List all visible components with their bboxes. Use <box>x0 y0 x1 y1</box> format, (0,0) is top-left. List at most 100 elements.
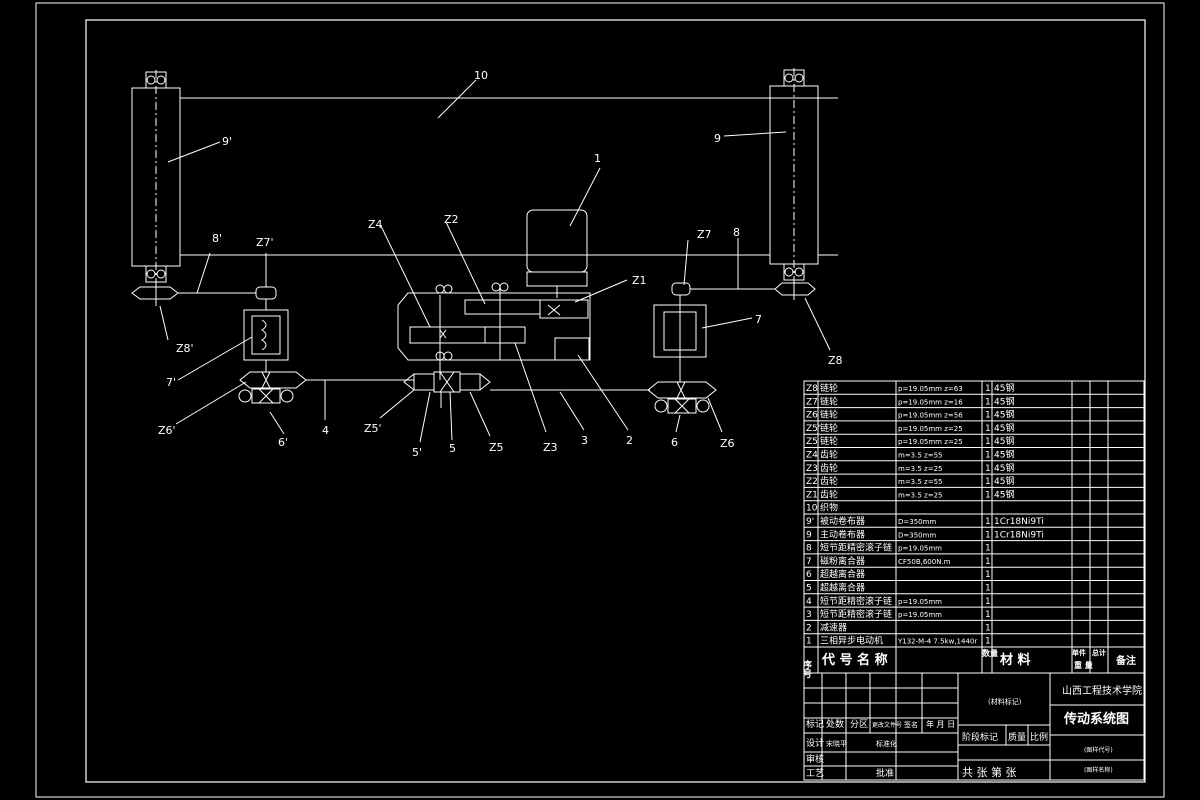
parts-cell-no: 4 <box>806 597 812 607</box>
label-6-prime: 6' <box>278 436 288 449</box>
standardize-label: 标准化 <box>876 739 897 748</box>
parts-cell-material: 45钢 <box>994 422 1014 434</box>
parts-cell-no: Z4 <box>806 451 818 461</box>
parts-cell-qty: 1 <box>985 451 991 461</box>
rev-marks: 标记 <box>806 718 824 730</box>
parts-cell-material: 45钢 <box>994 409 1014 421</box>
rev-file: 更改文件号 <box>872 721 902 729</box>
label-9-prime: 9' <box>222 135 232 148</box>
header-remark: 备注 <box>1115 654 1136 667</box>
parts-cell-qty: 1 <box>985 597 991 607</box>
drawing-frame <box>85 19 1146 783</box>
parts-cell-no: 7 <box>806 557 812 567</box>
title-block <box>803 672 1145 781</box>
parts-cell-no: Z3 <box>806 464 818 474</box>
label-2: 2 <box>626 434 633 447</box>
parts-cell-spec: m=3.5 z=55 <box>898 452 943 460</box>
header-qty: 数量 <box>982 648 998 658</box>
parts-cell-qty: 1 <box>985 557 991 567</box>
label-Z7-prime: Z7' <box>256 236 274 249</box>
drawing-name-small: (图样名称) <box>1084 766 1113 774</box>
parts-cell-spec: p=19.05mm z=16 <box>898 398 963 406</box>
parts-cell-spec: p=19.05mm <box>898 611 942 619</box>
gearbox-2 <box>397 292 591 361</box>
parts-cell-qty: 1 <box>985 623 991 633</box>
parts-cell-no: Z8 <box>806 384 818 394</box>
label-4: 4 <box>322 424 329 437</box>
label-10: 10 <box>474 69 488 82</box>
parts-cell-no: 8 <box>806 544 812 554</box>
parts-row: 4 短节距精密滚子链 p=19.05mm 1 <box>806 595 991 607</box>
parts-cell-name: 磁粉离合器 <box>820 555 865 567</box>
label-7-prime: 7' <box>166 376 176 389</box>
sprocket-Z5 <box>459 373 481 391</box>
sheet-border <box>35 2 1165 798</box>
parts-cell-no: Z5' <box>806 424 820 434</box>
parts-cell-qty: 1 <box>985 530 991 540</box>
parts-cell-no: Z6 <box>806 411 818 421</box>
rev-zone: 分区 <box>850 719 868 730</box>
sprocket-Z6-prime <box>239 371 307 389</box>
school-name: 山西工程技术学院 <box>1062 684 1142 697</box>
parts-cell-material: 45钢 <box>994 395 1014 407</box>
parts-cell-material: 45钢 <box>994 462 1014 474</box>
parts-row: 2 减速器 1 <box>806 621 991 633</box>
header-name: 代 号 名 称 <box>821 652 888 668</box>
parts-cell-name: 织物 <box>820 502 838 514</box>
header-no: 序号 <box>801 659 812 679</box>
parts-cell-name: 齿轮 <box>820 449 838 461</box>
motor-1 <box>526 209 588 273</box>
parts-cell-qty: 1 <box>985 570 991 580</box>
header-unit-weight: 单件 <box>1072 648 1086 657</box>
designer-name: 宋晓平 <box>826 739 847 748</box>
parts-cell-name: 短节距精密滚子链 <box>820 542 892 554</box>
parts-cell-spec: m=3.5 z=55 <box>898 478 943 486</box>
parts-cell-qty: 1 <box>985 384 991 394</box>
parts-cell-spec: p=19.05mm <box>898 598 942 606</box>
callout-labels: 10 9 9' 1 Z4 Z2 Z1 Z7' Z7 8' 8 Z8' Z8 7'… <box>158 69 843 459</box>
parts-cell-name: 超越离合器 <box>820 568 865 580</box>
parts-cell-material: 45钢 <box>994 449 1014 461</box>
parts-cell-no: 9' <box>806 517 814 527</box>
stage-mark: 阶段标记 <box>962 731 998 743</box>
process-label: 工艺 <box>806 768 824 779</box>
parts-cell-no: 2 <box>806 623 812 633</box>
parts-cell-no: 10 <box>806 504 818 514</box>
label-Z2: Z2 <box>444 213 459 226</box>
sprocket-Z8 <box>774 282 816 296</box>
parts-cell-spec: D=350mm <box>898 531 936 539</box>
parts-cell-name: 短节距精密滚子链 <box>820 595 892 607</box>
parts-cell-spec: p=19.05mm <box>898 545 942 553</box>
label-5-prime: 5' <box>412 446 422 459</box>
label-Z8-prime: Z8' <box>176 342 194 355</box>
parts-cell-qty: 1 <box>985 610 991 620</box>
parts-cell-name: 超越离合器 <box>820 582 865 594</box>
header-weight: 重 量 <box>1074 660 1093 670</box>
parts-row: 6 超越离合器 1 <box>806 568 991 580</box>
parts-cell-no: 1 <box>806 637 812 647</box>
rev-count: 处数 <box>826 718 844 730</box>
parts-cell-name: 链轮 <box>820 422 838 434</box>
parts-cell-qty: 1 <box>985 517 991 527</box>
parts-cell-no: 6 <box>806 570 812 580</box>
parts-cell-qty: 1 <box>985 490 991 500</box>
weight-label: 质量 <box>1008 731 1026 743</box>
parts-cell-name: 三相异步电动机 <box>820 635 883 647</box>
parts-cell-qty: 1 <box>985 437 991 447</box>
parts-cell-name: 减速器 <box>820 621 847 633</box>
parts-cell-qty: 1 <box>985 477 991 487</box>
design-label: 设计 <box>806 737 824 749</box>
parts-cell-name: 主动卷布器 <box>820 528 865 540</box>
material-mark: (材料标记) <box>988 697 1022 706</box>
parts-cell-name: 链轮 <box>820 382 838 394</box>
